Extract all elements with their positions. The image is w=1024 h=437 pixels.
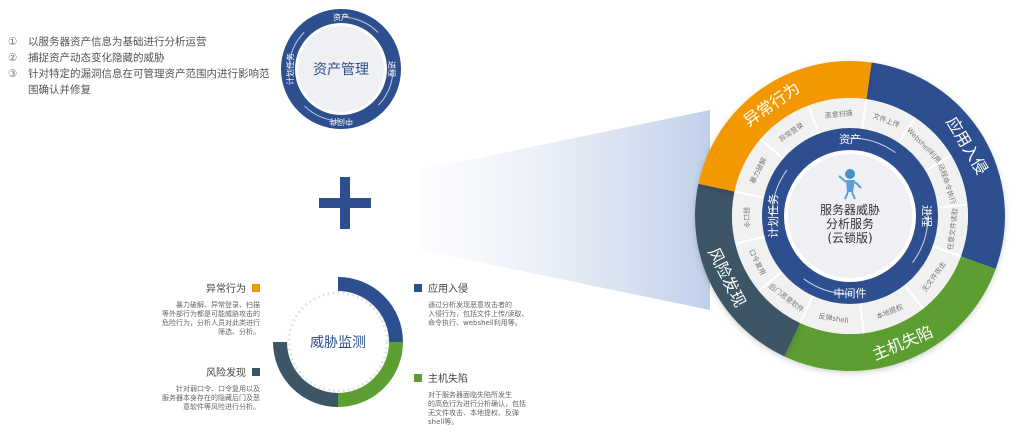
legend-swatch-orange [252, 283, 260, 292]
legend-abnormal: 异常行为 暴力破解、异常登录、扫描 等外部行为都是可能威胁攻击的 危险行为，分析… [162, 283, 260, 336]
big-ring-inner-label: 中间件 [834, 287, 867, 300]
big-ring-segment-risk [695, 183, 801, 357]
legend-swatch-blue [414, 283, 422, 292]
asset-ring-label-process: 进程 [387, 61, 396, 77]
asset-ring: 资产管理 资产 进程 中间件 计划任务 [281, 9, 401, 129]
big-ring-divider [859, 303, 865, 334]
big-ring-divider [932, 245, 962, 258]
threat-ring-center [298, 302, 378, 382]
big-ring-divider [799, 295, 814, 324]
legend-host-compromise: 主机失陷 对于服务器面临失陷所发生 的高危行为进行分析确认，包括 无文件攻击、本… [414, 370, 554, 427]
threat-ring-dots [287, 291, 389, 393]
big-ring-divider [734, 190, 765, 199]
big-ring-segment-host [784, 256, 996, 372]
legend-swatch-green [414, 373, 422, 382]
big-ring-item: 弱口令 [742, 207, 751, 228]
big-ring-divider [735, 235, 765, 245]
big-ring-inner-label: 计划任务 [767, 194, 780, 238]
big-ring: 文件上传Webshell利用远程命令执行任意文件读取无文件攻击本地提权反弹she… [695, 60, 1005, 372]
big-ring-divider [861, 99, 868, 129]
threat-ring-title: 威胁监测 [310, 335, 366, 351]
big-ring-divider [897, 117, 916, 144]
plus-icon [319, 177, 371, 229]
big-ring-center [788, 154, 912, 278]
legend-risk: 风险发现 针对弱口令、口令复用以及 服务器本身存在的隐藏后门及恶 意软件等风险进… [162, 367, 260, 411]
robot-icon [838, 169, 862, 200]
big-ring-item: 恶意扫描 [824, 108, 853, 120]
asset-ring-title: 资产管理 [313, 62, 369, 78]
big-ring-inner-label: 资产 [839, 132, 861, 146]
big-ring-body: 文件上传Webshell利用远程命令执行任意文件读取无文件攻击本地提权反弹she… [695, 60, 1005, 372]
big-ring-center-text: (云锁版) [827, 230, 872, 245]
asset-ring-center [298, 26, 384, 112]
legend-swatch-slate [252, 367, 260, 376]
big-ring-divider [807, 105, 820, 135]
asset-ring-arrows [288, 16, 394, 122]
big-ring-divider [903, 284, 924, 310]
big-ring-divider [937, 203, 968, 209]
big-ring-segment-app [866, 62, 1005, 270]
legend-app-intrusion: 应用入侵 通过分析发现恶意攻击者的 入侵行为，包括文件上传/读取、 命令执行、w… [414, 280, 544, 328]
big-ring-inner-label: 进程 [920, 205, 933, 227]
big-ring-center-text: 服务器威胁 [820, 202, 880, 217]
asset-ring-label-asset: 资产 [333, 12, 349, 22]
connector-beam [420, 110, 710, 310]
big-ring-inner-arrows [771, 137, 929, 295]
asset-ring-label-task: 计划任务 [285, 53, 295, 85]
threat-seg-risk [273, 277, 403, 407]
big-ring-segment-abnormal [698, 60, 872, 192]
big-ring-center-text: 分析服务 [826, 216, 874, 231]
big-ring-divider [924, 154, 952, 172]
asset-ring-label-middleware: 中间件 [329, 117, 353, 127]
threat-ring: 威胁监测 [273, 277, 403, 407]
big-ring-divider [759, 138, 784, 160]
big-ring-divider [758, 271, 783, 292]
